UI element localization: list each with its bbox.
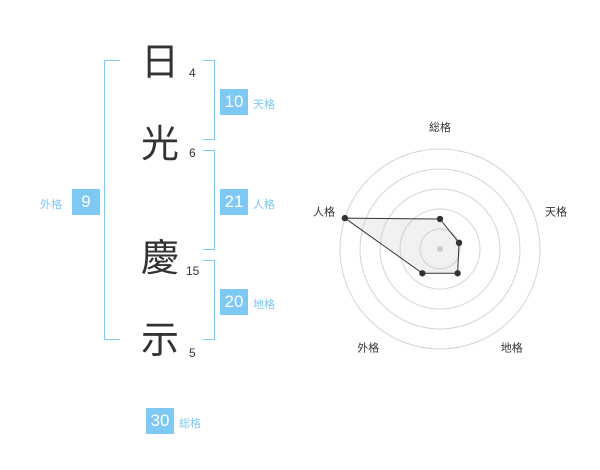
name-char-2-strokes: 6 [189,146,196,160]
name-char-4: 示 [140,318,179,362]
gaikaku-label: 外格 [40,198,62,211]
radar-point-4 [419,270,426,277]
radar-axis-label: 地格 [501,341,523,355]
radar-axis-label: 人格 [313,204,335,218]
gaikaku-value: 9 [72,189,100,215]
radar-series-area [343,217,460,274]
tenkaku-value: 10 [220,89,248,115]
radar-ring [419,228,461,270]
name-char-4-strokes: 5 [189,346,196,360]
gaikaku-bracket [104,60,120,340]
radar-ring [379,188,501,310]
name-char-3-strokes: 15 [186,264,200,278]
radar-axis-label: 天格 [545,204,567,218]
tenkaku-bracket [203,60,215,140]
name-char-2: 光 [140,122,179,166]
name-char-3: 慶 [140,236,179,280]
jinkaku-label: 人格 [253,198,275,211]
tenkaku-label: 天格 [253,98,275,111]
chikaku-label: 地格 [253,298,275,311]
name-char-1: 日 [140,40,179,84]
jinkaku-value: 21 [220,189,248,215]
soukaku-value: 30 [146,408,174,434]
radar-point-5 [341,214,349,222]
chikaku-value: 20 [220,289,248,315]
radar-axis-label: 総格 [429,120,451,134]
jinkaku-bracket [203,150,215,250]
radar-ring [339,148,541,350]
radar-ring [399,208,481,290]
chikaku-bracket [203,260,215,340]
radar-center [437,246,443,252]
radar-ring [359,168,521,330]
radar-axis-label: 外格 [357,341,379,355]
radar-point-3 [454,270,461,277]
radar-point-2 [455,239,463,247]
radar-point-1 [436,215,444,223]
soukaku-label: 総格 [179,417,201,430]
name-char-1-strokes: 4 [189,66,196,80]
